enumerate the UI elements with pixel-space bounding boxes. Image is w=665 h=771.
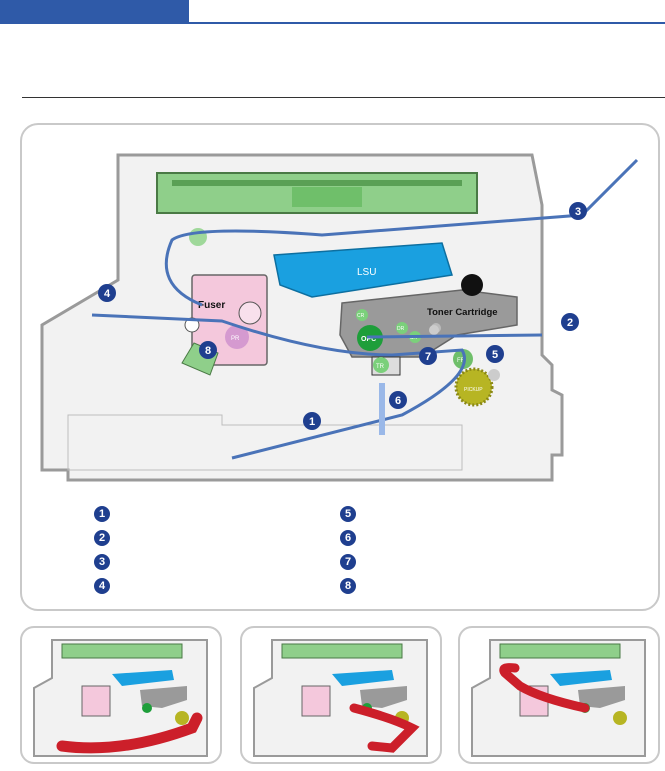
dr-roller <box>396 322 408 334</box>
paper-path-main <box>91 313 466 460</box>
thumb-pickup <box>175 711 189 725</box>
tr-roller <box>373 357 389 373</box>
thumb-board <box>499 643 621 659</box>
callout-2 <box>561 313 579 331</box>
exit-roller <box>184 317 200 333</box>
opc-label: OPC <box>361 336 376 343</box>
sr-label: SR <box>410 335 417 341</box>
thumb-printer-body <box>33 639 208 757</box>
legend-marker-7: 7 <box>340 554 356 570</box>
thumb-lsu <box>550 670 612 686</box>
pressure-roller <box>225 325 249 349</box>
callout-4-text: 4 <box>104 288 111 300</box>
thumb-cartridge <box>140 686 187 708</box>
cartridge-knob <box>461 274 483 296</box>
thumbnail-2-diagram <box>253 639 428 757</box>
paper-path-duplex <box>164 158 639 307</box>
thumbnail-3-diagram <box>471 639 646 757</box>
thumbnail-tray-path <box>20 626 222 764</box>
legend-marker-2: 2 <box>94 530 110 546</box>
callout-8-text: 8 <box>205 345 211 357</box>
legend-marker-3: 3 <box>94 554 110 570</box>
lsu-unit <box>273 242 453 298</box>
legend-marker-1: 1 <box>94 506 110 522</box>
thumb-fuser <box>81 685 111 717</box>
board-trace <box>172 180 462 186</box>
thumb-opc <box>142 703 152 713</box>
thumb-cartridge <box>360 686 407 708</box>
thumb-red-paper <box>499 663 590 713</box>
thumb-red-paper <box>56 712 203 754</box>
header-bar <box>0 0 189 24</box>
callout-5 <box>486 345 504 363</box>
legend-marker-4: 4 <box>94 578 110 594</box>
toner-cartridge-label: Toner Cartridge <box>427 307 498 318</box>
callout-1 <box>303 412 321 430</box>
tr-label: TR <box>376 364 385 370</box>
thumb-printer-body <box>253 639 428 757</box>
callout-1-text: 1 <box>309 416 315 428</box>
thumb-board <box>281 643 403 659</box>
cr-label: CR <box>357 313 365 319</box>
legend-marker-8: 8 <box>340 578 356 594</box>
callout-7 <box>419 347 437 365</box>
thumb-lsu <box>112 670 174 686</box>
heat-roller <box>238 301 262 325</box>
fuser-label: Fuser <box>198 300 225 311</box>
pickup-label: PICKUP <box>464 387 483 393</box>
callout-markers <box>98 202 587 430</box>
callout-6-text: 6 <box>395 395 401 407</box>
cartridge-dot <box>429 325 439 335</box>
callout-5-text: 5 <box>492 349 498 361</box>
callout-7-text: 7 <box>425 351 431 363</box>
callout-3-text: 3 <box>575 206 581 218</box>
thumb-red-paper <box>349 703 420 753</box>
thumb-lsu <box>332 670 394 686</box>
callout-3 <box>569 202 587 220</box>
fr-label: FR <box>457 358 466 364</box>
callout-6 <box>389 391 407 409</box>
lsu-label: LSU <box>357 267 376 278</box>
thumbnail-transfer-path <box>240 626 442 764</box>
cr-roller <box>356 309 368 321</box>
thumb-pickup <box>613 711 627 725</box>
header-line <box>189 22 665 24</box>
paper-path-diagram: LSU Toner Cartridge OPC CR DR SR TR FR P… <box>40 153 639 482</box>
paper-tray <box>67 414 463 471</box>
thumb-cartridge <box>578 686 625 708</box>
dr-label: DR <box>397 326 405 332</box>
thumbnail-exit-path <box>458 626 660 764</box>
pr-label: PR <box>231 336 240 342</box>
callout-2-text: 2 <box>567 317 573 329</box>
thumb-board <box>61 643 183 659</box>
thumb-fuser <box>301 685 331 717</box>
main-diagram-panel: LSU Toner Cartridge OPC CR DR SR TR FR P… <box>20 123 660 611</box>
legend-marker-5: 5 <box>340 506 356 522</box>
pickup-roller <box>454 367 494 407</box>
callout-4 <box>98 284 116 302</box>
idle-roller <box>488 369 500 381</box>
paper-path-manual <box>366 333 543 339</box>
callout-8 <box>199 341 217 359</box>
board-chip <box>292 187 362 207</box>
thumbnail-1-diagram <box>33 639 208 757</box>
section-rule <box>22 97 665 98</box>
legend-marker-6: 6 <box>340 530 356 546</box>
